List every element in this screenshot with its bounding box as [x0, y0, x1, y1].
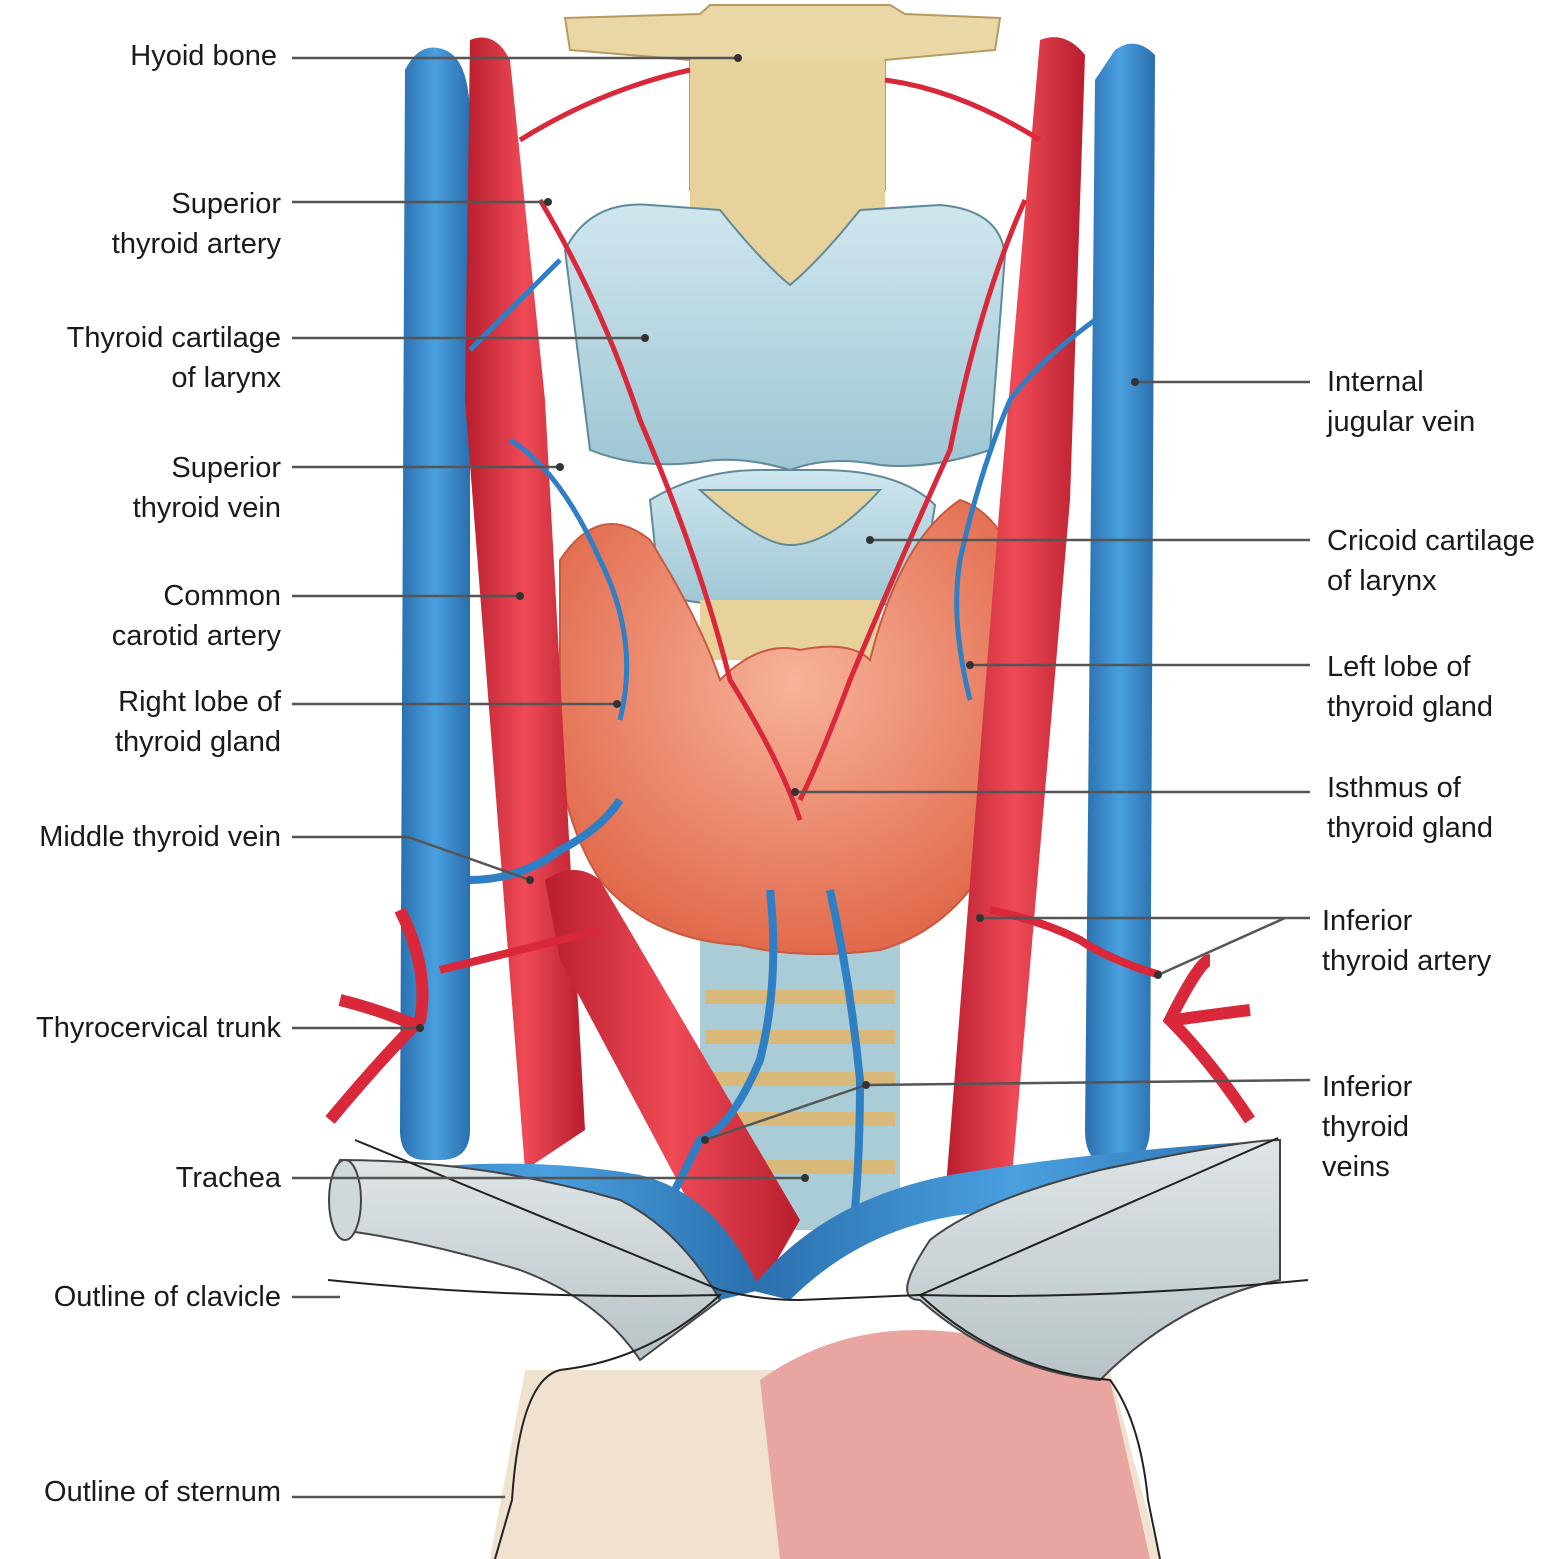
left-internal-jugular-vein [1085, 43, 1155, 1166]
label-middle-thyroid-vein: Middle thyroid vein [39, 821, 281, 853]
right-internal-jugular-vein [400, 47, 470, 1160]
leader-dots [416, 54, 1162, 1182]
aortic-arch-shape [760, 1330, 1150, 1559]
right-thyrocervical-trunk [325, 907, 429, 1124]
left-common-carotid-artery [945, 37, 1085, 1201]
sternum-outline-right [327, 1279, 723, 1559]
left-thyrocervical-trunk [1162, 954, 1255, 1124]
leader-lines [292, 56, 1311, 1499]
left-clavicle-shape [906, 1138, 1281, 1382]
label-hyoid-bone: Hyoid bone [130, 40, 277, 72]
sternum-outline-left [917, 1279, 1309, 1559]
label-outline-clavicle: Outline of clavicle [53, 1281, 281, 1313]
label-trachea: Trachea [175, 1162, 281, 1194]
label-outline-sternum: Outline of sternum [44, 1476, 281, 1508]
label-thyrocervical-trunk: Thyrocervical trunk [36, 1012, 281, 1044]
